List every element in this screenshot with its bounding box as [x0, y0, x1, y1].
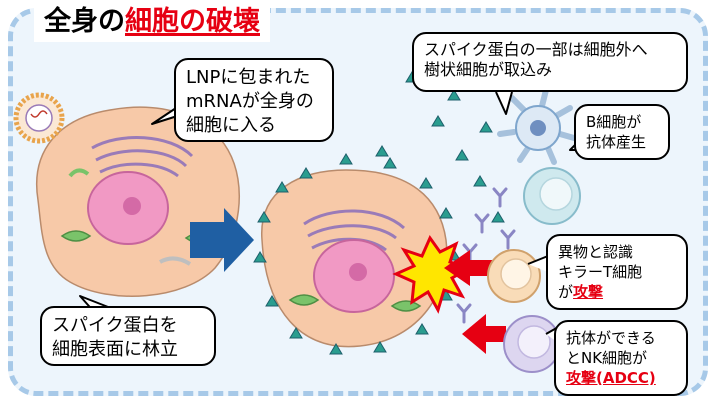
vesicle-icon-2: [68, 168, 90, 178]
callout-dendritic: スパイク蛋白の一部は細胞外へ 樹状細胞が取込み: [412, 32, 688, 92]
right-cell: [261, 169, 448, 348]
callout-nk-cell: 抗体ができる とNK細胞が 攻撃(ADCC): [554, 320, 688, 396]
callout-line: 抗体ができる: [566, 329, 656, 347]
callout-line: が攻撃: [558, 282, 676, 302]
callout-line: B細胞が: [586, 113, 642, 131]
nk-attack-arrow-icon: [462, 314, 506, 354]
nucleolus-icon-2: [349, 263, 367, 281]
callout-line: mRNAが全身の: [186, 91, 314, 112]
explosion-burst-icon: [392, 234, 474, 314]
vesicle-icon: [159, 256, 192, 266]
callout-lnp-entry: LNPに包まれた mRNAが全身の 細胞に入る: [174, 58, 334, 142]
callout-line: とNK細胞が: [566, 349, 648, 367]
nk-cell-icon: [503, 315, 561, 373]
callout-line: 樹状細胞が取込み: [424, 60, 553, 79]
callout-line: 細胞に入る: [186, 115, 276, 136]
callout-b-cell: B細胞が 抗体産生: [574, 104, 670, 160]
killer-t-cell-icon: [487, 249, 541, 303]
left-cell: [36, 106, 240, 297]
callout-line: LNPに包まれた: [186, 67, 311, 88]
callout-line: 抗体産生: [586, 133, 647, 151]
callout-line: 異物と認識: [558, 243, 634, 261]
dendritic-cell-icon: [497, 87, 577, 165]
title-prefix: 全身の: [44, 6, 125, 37]
page-title: 全身の細胞の破壊: [34, 2, 270, 42]
callout-spike-surface: スパイク蛋白を 細胞表面に林立: [40, 306, 216, 366]
title-highlight: 細胞の破壊: [125, 6, 260, 37]
callout-killer-t: 異物と認識 キラーT細胞 が攻撃: [546, 234, 688, 310]
mitochondria-icon-2: [288, 294, 422, 312]
nucleolus-icon: [123, 197, 141, 215]
attack-label: 攻撃: [573, 283, 604, 301]
callout-line: スパイク蛋白を: [52, 315, 178, 336]
spike-protein-icons: [253, 71, 505, 355]
adcc-attack-label: 攻撃(ADCC): [566, 369, 656, 387]
callout-text: が: [558, 283, 574, 301]
callout-line: スパイク蛋白の一部は細胞外へ: [424, 40, 648, 59]
transition-arrow-icon: [190, 208, 254, 272]
callout-line: 細胞表面に林立: [52, 339, 178, 360]
killer-attack-arrow-icon: [444, 250, 496, 286]
golgi-icon: [91, 136, 194, 178]
callout-line: キラーT細胞: [558, 263, 643, 281]
b-cell-icon: [523, 167, 581, 225]
lnp-particle-icon: [13, 92, 65, 144]
